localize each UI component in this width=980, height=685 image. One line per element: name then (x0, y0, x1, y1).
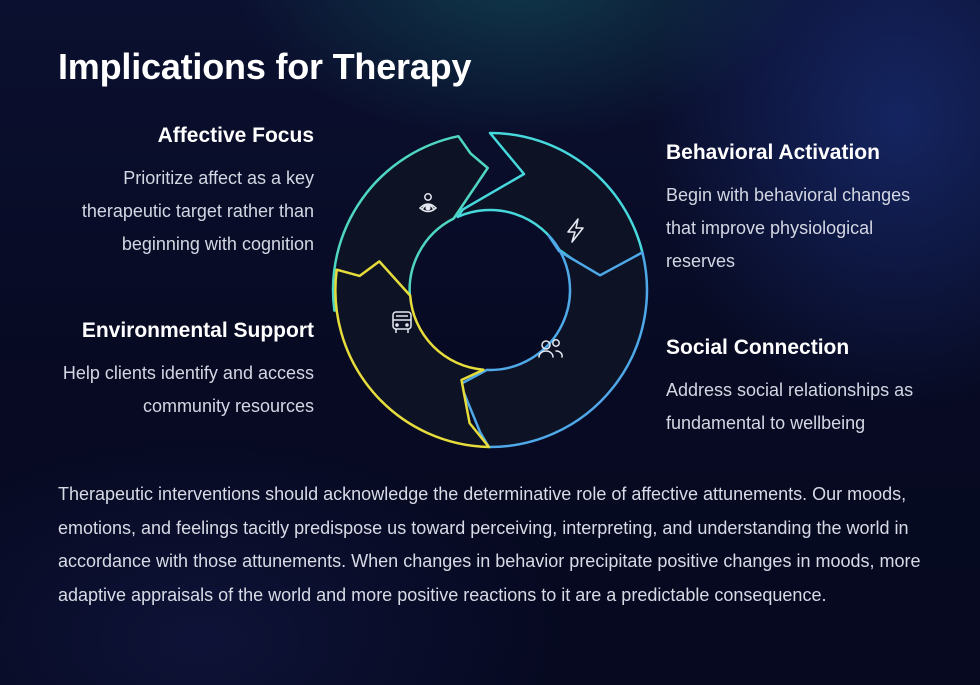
page-title: Implications for Therapy (58, 46, 472, 87)
environmental-support-text: Help clients identify and access communi… (62, 363, 314, 416)
person-eye-icon (418, 193, 438, 213)
bus-icon (392, 311, 412, 333)
social-connection-block: Social Connection Address social relatio… (666, 336, 926, 440)
cycle-diagram (331, 131, 649, 449)
affective-focus-text: Prioritize affect as a key therapeutic t… (81, 168, 314, 254)
affective-focus-block: Affective Focus Prioritize affect as a k… (54, 124, 314, 261)
environmental-support-block: Environmental Support Help clients ident… (54, 319, 314, 423)
behavioral-activation-text: Begin with behavioral changes that impro… (666, 185, 911, 271)
behavioral-activation-heading: Behavioral Activation (666, 141, 880, 164)
environmental-support-heading: Environmental Support (81, 319, 314, 342)
behavioral-activation-segment (456, 131, 644, 279)
users-icon (538, 339, 563, 358)
summary-paragraph: Therapeutic interventions should acknowl… (58, 484, 921, 605)
social-connection-heading: Social Connection (666, 336, 850, 359)
social-connection-text: Address social relationships as fundamen… (666, 380, 914, 433)
behavioral-activation-block: Behavioral Activation Begin with behavio… (666, 141, 926, 278)
environmental-support-segment (334, 260, 491, 449)
affective-focus-heading: Affective Focus (157, 124, 314, 147)
lightning-icon (567, 218, 584, 243)
